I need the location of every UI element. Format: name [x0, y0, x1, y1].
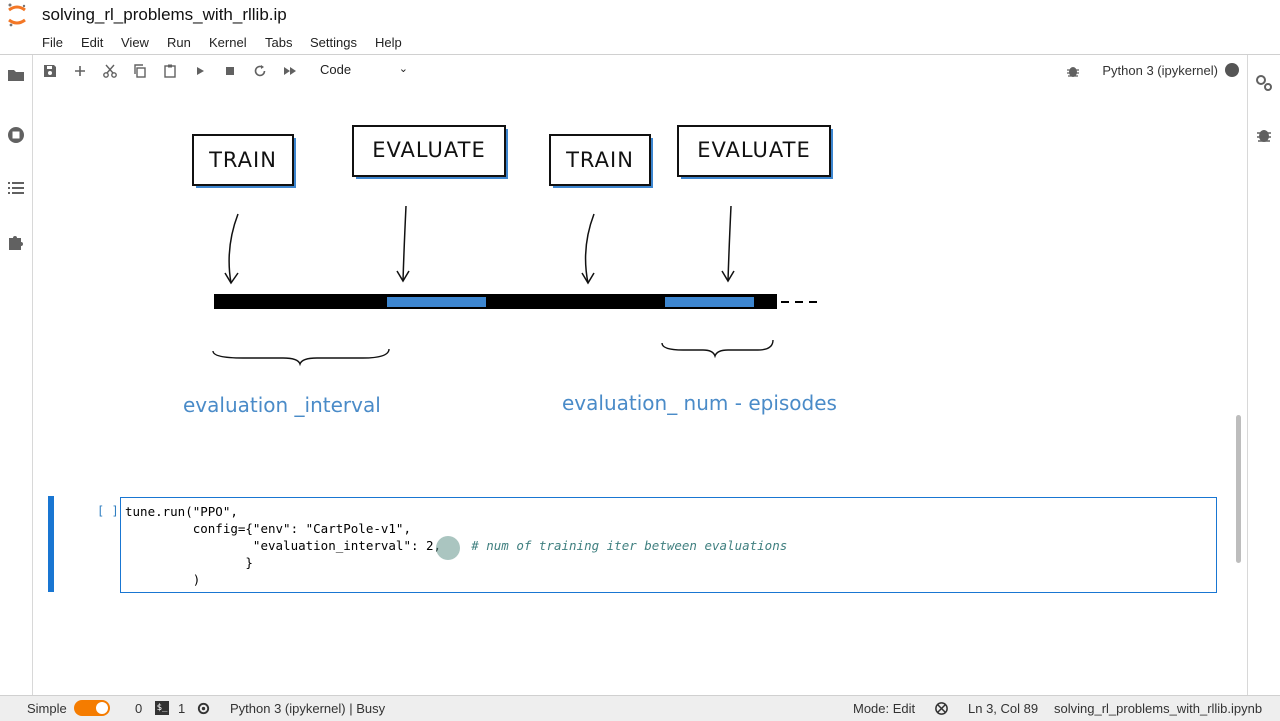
- menu-view[interactable]: View: [121, 35, 149, 50]
- cell-type-dropdown[interactable]: Code ⌄: [320, 62, 408, 80]
- jupyter-logo-icon[interactable]: [6, 2, 28, 28]
- evaluation-diagram: TRAIN EVALUATE TRAIN EVALUATE: [183, 125, 837, 417]
- code-cell[interactable]: [ ]: tune.run("PPO", config={"env": "Car…: [48, 496, 1218, 594]
- brace-1: [212, 348, 390, 367]
- code-line-3: "evaluation_interval": 2,: [125, 538, 442, 553]
- timeline: [214, 294, 823, 309]
- menu-run[interactable]: Run: [167, 35, 191, 50]
- code-line-1: tune.run("PPO",: [125, 504, 238, 519]
- notebook-title[interactable]: solving_rl_problems_with_rllib.ip: [42, 5, 287, 24]
- evaluation-interval-label: evaluation _interval: [183, 393, 381, 417]
- arrow-2: [402, 205, 407, 282]
- code-line-5: ): [125, 572, 201, 587]
- brace-2: [661, 339, 774, 359]
- train-label-2: TRAIN: [565, 148, 634, 172]
- code-comment: # num of training iter between evaluatio…: [471, 538, 788, 553]
- train-label-1: TRAIN: [208, 148, 277, 172]
- code-line-2: config={"env": "CartPole-v1",: [125, 521, 411, 536]
- cell-type-value: Code: [320, 62, 352, 77]
- property-inspector-icon[interactable]: [1254, 73, 1274, 93]
- status-bar: Simple 0 $_ 1 Python 3 (ipykernel) | Bus…: [0, 695, 1280, 721]
- menu-tabs[interactable]: Tabs: [265, 35, 293, 50]
- train-box-1: TRAIN: [192, 134, 296, 188]
- extension-icon[interactable]: [6, 232, 26, 252]
- stop-icon[interactable]: [222, 63, 238, 79]
- no-trust-icon[interactable]: [934, 701, 949, 716]
- menu-kernel[interactable]: Kernel: [209, 35, 247, 50]
- terminal-count[interactable]: 0: [135, 701, 143, 716]
- simple-mode-toggle[interactable]: [74, 700, 110, 716]
- table-of-contents-icon[interactable]: [6, 178, 26, 198]
- restart-icon[interactable]: [252, 63, 268, 79]
- evaluation-segment-1: [387, 297, 486, 307]
- left-sidebar: [0, 55, 33, 695]
- code-editor[interactable]: tune.run("PPO", config={"env": "CartPole…: [120, 497, 1217, 593]
- editor-mode: Mode: Edit: [853, 701, 916, 716]
- bug-icon[interactable]: [1065, 63, 1081, 79]
- status-filename: solving_rl_problems_with_rllib.ipynb: [1054, 701, 1263, 716]
- copy-icon[interactable]: [132, 63, 148, 79]
- kernel-status[interactable]: Python 3 (ipykernel) | Busy: [230, 701, 386, 716]
- menu-file[interactable]: File: [42, 35, 63, 50]
- cut-icon[interactable]: [102, 63, 118, 79]
- evaluate-label-2: EVALUATE: [697, 138, 811, 162]
- code-line-4: }: [125, 555, 253, 570]
- arrow-head-2: [396, 270, 410, 283]
- menu-settings[interactable]: Settings: [310, 35, 357, 50]
- arrow-head-3: [581, 272, 595, 285]
- save-icon[interactable]: [42, 63, 58, 79]
- notebook-scrollbar[interactable]: [1236, 415, 1241, 563]
- kernel-name[interactable]: Python 3 (ipykernel): [1102, 63, 1218, 78]
- cursor-position[interactable]: Ln 3, Col 89: [968, 701, 1039, 716]
- menu-bar: File Edit View Run Kernel Tabs Settings …: [0, 32, 1280, 55]
- fast-forward-icon[interactable]: [282, 63, 298, 79]
- arrow-1: [228, 213, 239, 284]
- kernel-count[interactable]: 1: [178, 701, 186, 716]
- arrow-head-1: [224, 272, 239, 285]
- running-icon[interactable]: [6, 125, 26, 145]
- paste-icon[interactable]: [162, 63, 178, 79]
- folder-icon[interactable]: [6, 65, 26, 85]
- kernel-gear-icon[interactable]: [196, 701, 211, 716]
- active-cell-indicator: [48, 496, 54, 592]
- arrow-head-4: [721, 270, 735, 283]
- terminal-icon[interactable]: $_: [155, 701, 169, 715]
- arrows: [224, 205, 735, 285]
- notebook-toolbar: Code ⌄ Python 3 (ipykernel): [33, 55, 1246, 87]
- menu-edit[interactable]: Edit: [81, 35, 104, 50]
- right-sidebar: [1247, 55, 1280, 695]
- cell-prompt: [ ]:: [97, 504, 126, 518]
- simple-mode-label: Simple: [27, 701, 67, 716]
- arrow-4: [727, 205, 732, 282]
- menu-help[interactable]: Help: [375, 35, 402, 50]
- code-text: tune.run("PPO", config={"env": "CartPole…: [125, 503, 787, 588]
- evaluation-segment-2: [665, 297, 754, 307]
- train-box-2: TRAIN: [549, 134, 653, 188]
- title-bar: solving_rl_problems_with_rllib.ip: [0, 0, 1280, 32]
- mouse-cursor-highlight: [436, 536, 460, 560]
- debugger-icon[interactable]: [1254, 125, 1274, 145]
- evaluate-box-1: EVALUATE: [352, 125, 508, 179]
- kernel-status-indicator: [1225, 63, 1239, 77]
- notebook-panel: TRAIN EVALUATE TRAIN EVALUATE: [33, 88, 1233, 694]
- evaluation-num-episodes-label: evaluation_ num - episodes: [562, 391, 837, 415]
- run-icon[interactable]: [192, 63, 208, 79]
- evaluate-label-1: EVALUATE: [372, 138, 486, 162]
- add-cell-icon[interactable]: [72, 63, 88, 79]
- arrow-3: [584, 213, 595, 284]
- chevron-down-icon: ⌄: [398, 63, 408, 75]
- evaluate-box-2: EVALUATE: [677, 125, 833, 179]
